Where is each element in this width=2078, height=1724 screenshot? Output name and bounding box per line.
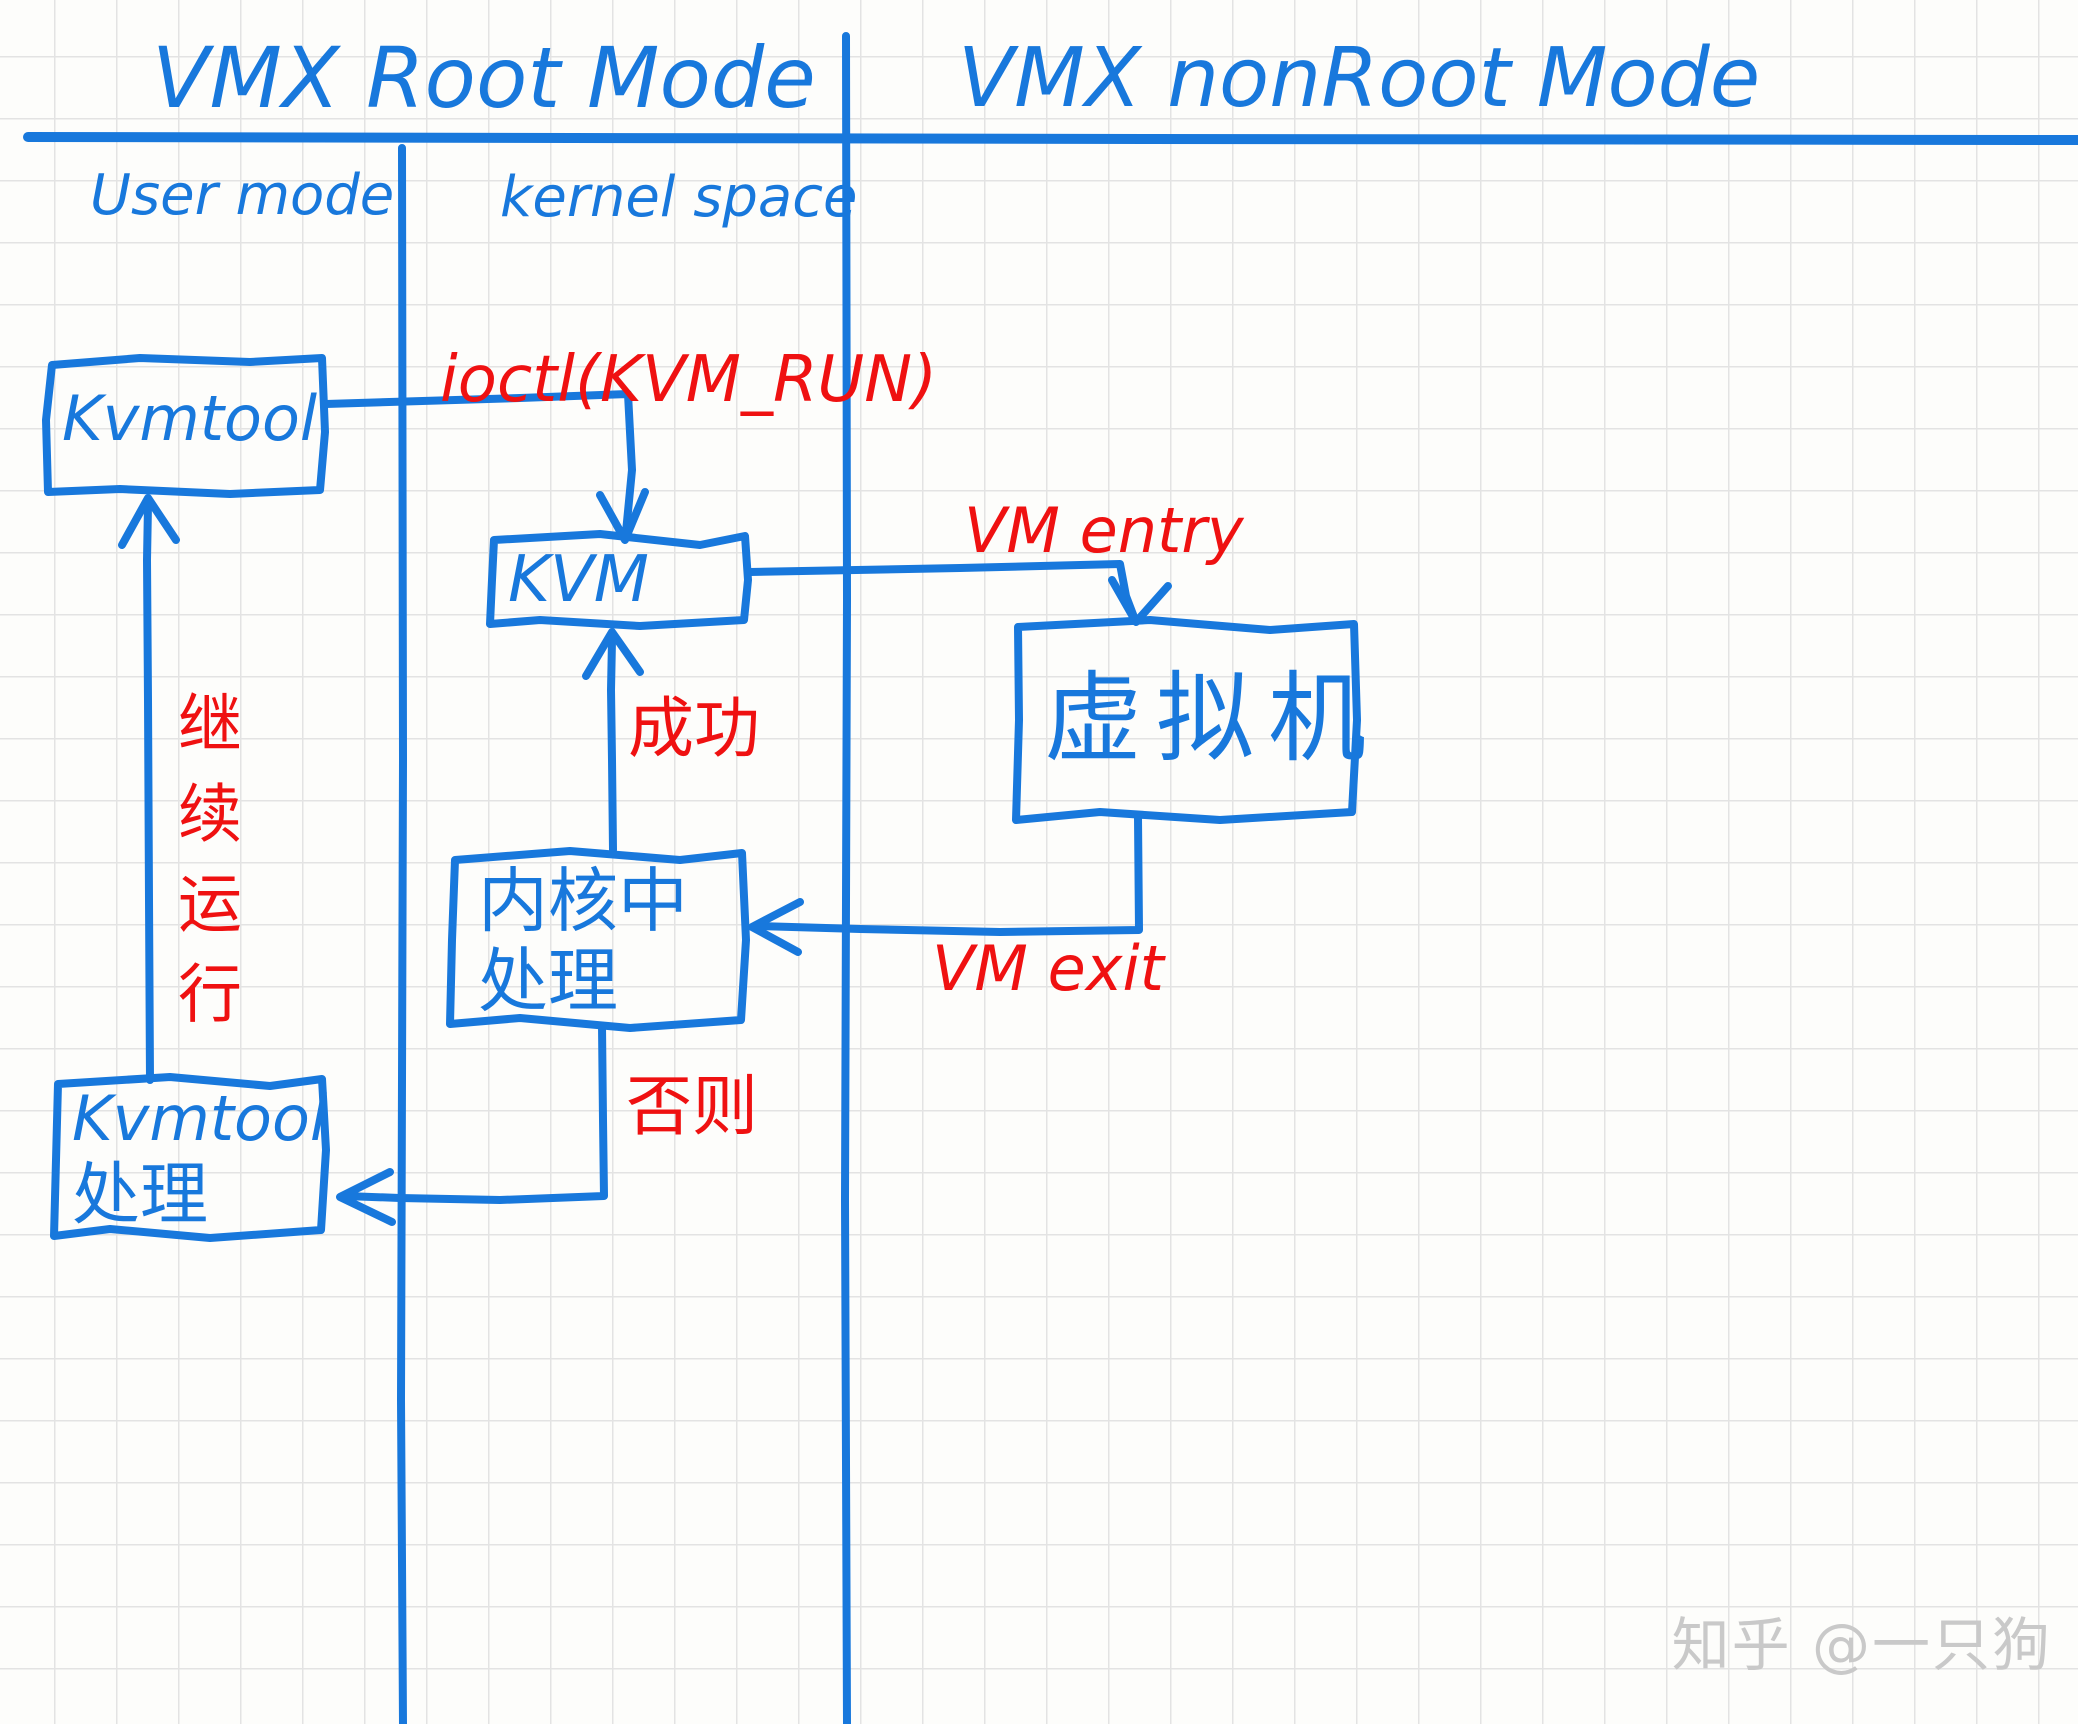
title-divider-line <box>23 132 2078 145</box>
arrowhead-vm-entry <box>1108 576 1172 626</box>
arrow-vm-entry <box>746 560 1138 621</box>
lane-divider-root-nonroot <box>841 32 851 1724</box>
watermark-attribution: 知乎 @一只狗 <box>1671 1611 2052 1679</box>
arrow-success-kernel-to-kvm <box>607 636 617 854</box>
box-kvm <box>486 530 752 630</box>
arrowhead-continue-running <box>118 494 180 549</box>
lane-divider-user-kernel <box>397 144 407 1724</box>
arrow-ioctl-kvmtool-to-kvm <box>322 390 636 536</box>
box-kvmtool-top <box>42 354 329 498</box>
box-guest-vm <box>1012 616 1361 824</box>
arrow-continue-running <box>143 501 154 1084</box>
arrowhead-otherwise <box>336 1168 396 1226</box>
box-kvmtool-handle <box>50 1073 330 1242</box>
arrowhead-vm-exit <box>748 898 804 956</box>
arrowhead-success <box>582 628 644 680</box>
arrowhead-ioctl <box>596 488 649 544</box>
arrow-otherwise <box>341 1022 608 1204</box>
arrow-vm-exit <box>752 814 1143 936</box>
box-kernel-handle <box>446 847 750 1032</box>
